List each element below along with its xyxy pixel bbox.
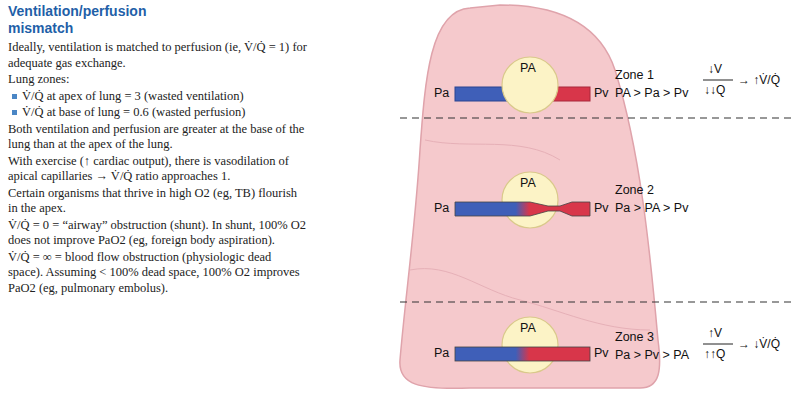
pressure-relation: Pa > PA > Pv (615, 201, 688, 216)
pressure-label: Pv (594, 346, 609, 361)
body-text: Lung zones: (8, 72, 308, 88)
zone-label: Zone 2 (615, 183, 654, 198)
body-text: Both ventilation and perfusion are great… (8, 122, 308, 153)
body-text: Ideally, ventilation is matched to perfu… (8, 40, 308, 71)
pressure-relation: Pa > Pv > PA (615, 348, 689, 363)
fraction-bar (703, 80, 733, 81)
pressure-label: Pa (434, 346, 449, 361)
pressure-label: Pa (434, 86, 449, 101)
vq-fraction: ↑↑Q (704, 347, 725, 362)
pressure-label: Pv (594, 201, 609, 216)
pressure-label: PA (520, 176, 536, 191)
pressure-label: PA (520, 321, 536, 336)
alveolus (502, 317, 558, 373)
vq-fraction: ↓↓Q (704, 83, 725, 98)
pressure-relation: PA > Pa > Pv (615, 86, 688, 101)
section-title: Ventilation/perfusion mismatch (8, 3, 198, 37)
capillary (455, 347, 590, 361)
body-text: V̇/Q̇ = 0 = “airway” obstruction (shunt)… (8, 218, 308, 249)
vq-result: → ↑V̇/Q̇ (738, 73, 780, 88)
fraction-bar (703, 344, 733, 345)
body-text: With exercise (↑ cardiac output), there … (8, 154, 308, 185)
body-text: Certain organisms that thrive in high O2… (8, 186, 308, 217)
pressure-label: Pa (434, 201, 449, 216)
text-column: Ventilation/perfusion mismatchIdeally, v… (8, 3, 308, 297)
lung-fissure (425, 140, 560, 160)
zone-label: Zone 3 (615, 330, 654, 345)
zone-divider (400, 117, 792, 118)
lung-outline (400, 5, 660, 388)
body-text: V̇/Q̇ = ∞ = blood flow obstruction (phys… (8, 250, 308, 297)
zone-label: Zone 1 (615, 68, 654, 83)
zone-divider (400, 301, 792, 302)
vq-result: → ↓V̇/Q̇ (738, 337, 780, 352)
pressure-label: Pv (594, 86, 609, 101)
alveolus (502, 172, 558, 228)
alveolus (502, 57, 558, 113)
bullet-text: V̇/Q̇ at base of lung = 0.6 (wasted perf… (8, 105, 308, 121)
vq-fraction: ↓V (708, 62, 722, 77)
pressure-label: PA (520, 61, 536, 76)
capillary (455, 202, 590, 216)
vq-fraction: ↑V (708, 326, 722, 341)
bullet-text: V̇/Q̇ at apex of lung = 3 (wasted ventil… (8, 89, 308, 105)
